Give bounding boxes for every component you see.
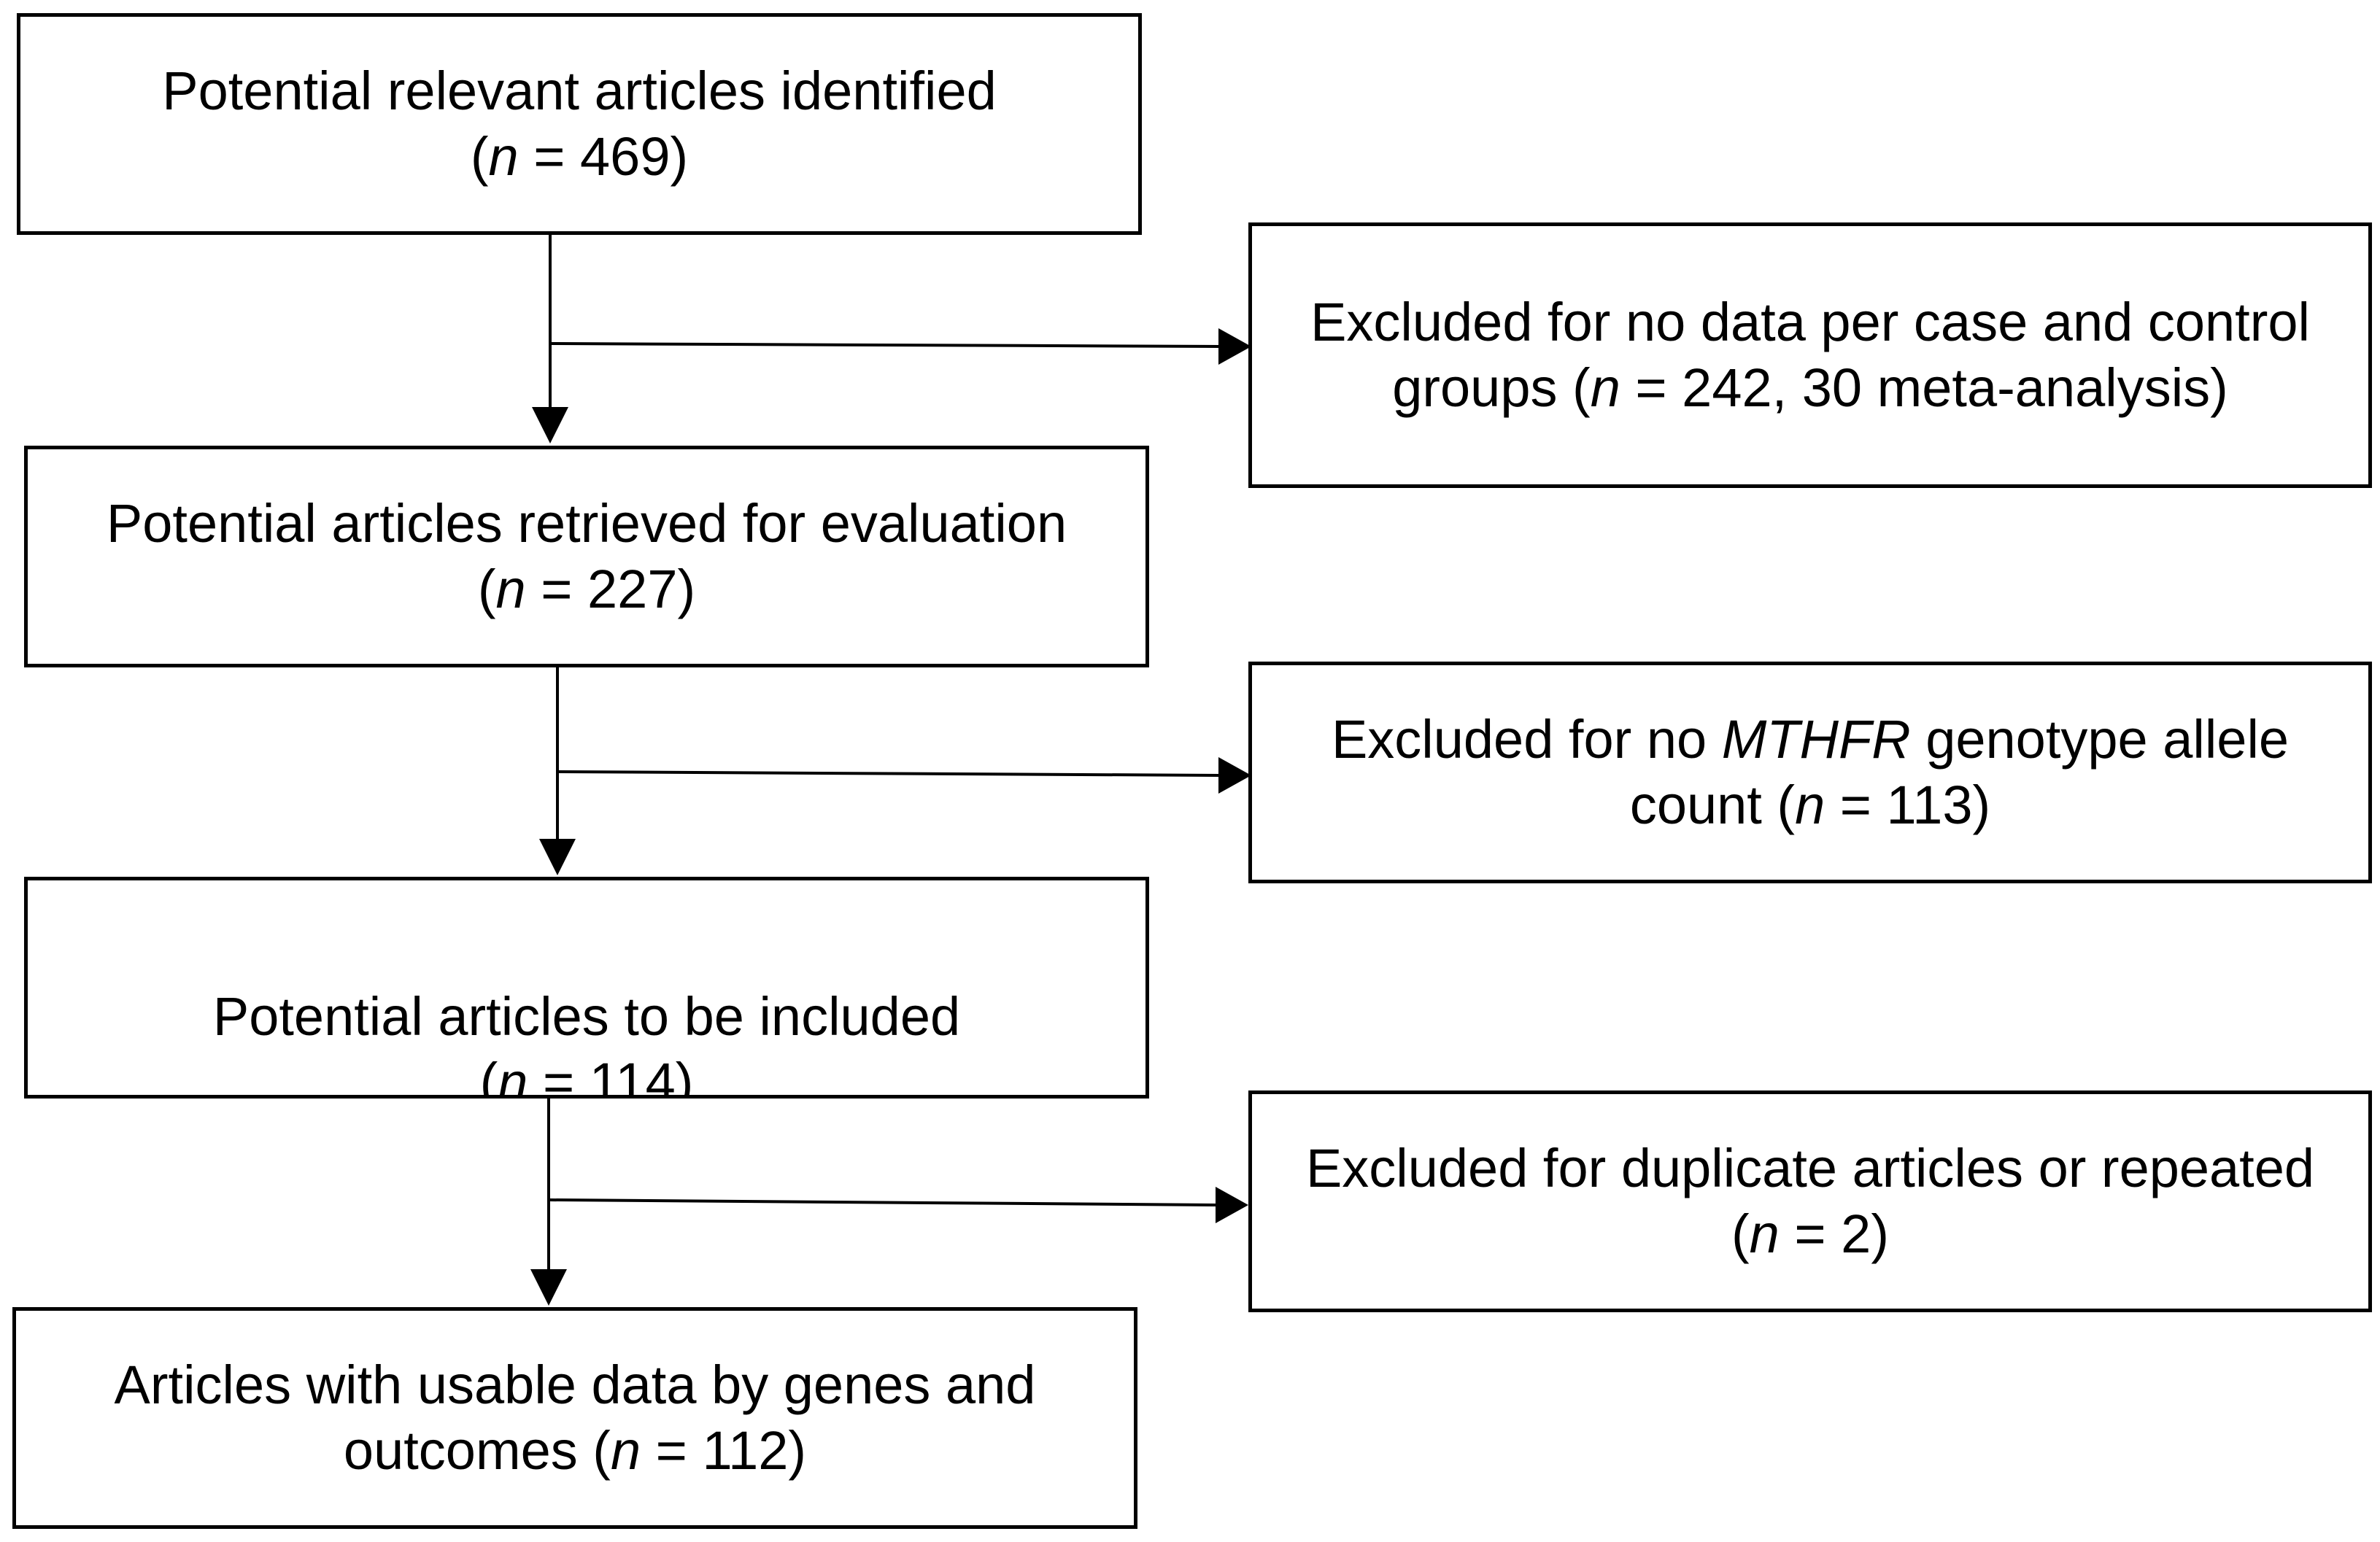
usable-articles-box: Articles with usable data by genes and o…	[12, 1307, 1137, 1529]
arrowhead-right-3	[1216, 1187, 1248, 1223]
excluded-no-genotype-count: count (n = 113)	[1629, 775, 1991, 835]
arrow-right-1	[551, 342, 1221, 348]
identified-articles-count: (n = 469)	[470, 126, 689, 187]
excluded-duplicate-box: Excluded for duplicate articles or repea…	[1248, 1090, 2372, 1312]
arrowhead-down-2	[539, 839, 576, 875]
arrow-right-2	[558, 770, 1221, 777]
usable-articles-count: outcomes (n = 112)	[343, 1420, 807, 1481]
excluded-no-genotype-box: Excluded for no MTHFR genotype allele co…	[1248, 662, 2372, 883]
excluded-no-data-box: Excluded for no data per case and contro…	[1248, 222, 2372, 488]
excluded-duplicate-count: (n = 2)	[1731, 1204, 1889, 1264]
retrieved-articles-label: Potential articles retrieved for evaluat…	[106, 493, 1067, 554]
arrowhead-down-3	[530, 1269, 567, 1306]
arrowhead-right-1	[1218, 328, 1251, 365]
excluded-no-data-label: Excluded for no data per case and contro…	[1310, 292, 2310, 352]
excluded-no-genotype-label: Excluded for no MTHFR genotype allele	[1331, 709, 2290, 770]
excluded-duplicate-label: Excluded for duplicate articles or repea…	[1305, 1138, 2315, 1198]
arrowhead-right-2	[1218, 757, 1251, 794]
included-articles-count: (n = 114)	[479, 1052, 694, 1095]
retrieved-articles-count: (n = 227)	[477, 559, 696, 619]
identified-articles-box: Potential relevant articles identified (…	[17, 13, 1142, 235]
included-articles-box: Potential articles to be included (n = 1…	[24, 877, 1149, 1099]
retrieved-articles-box: Potential articles retrieved for evaluat…	[24, 446, 1149, 667]
excluded-no-data-count: groups (n = 242, 30 meta-analysis)	[1392, 357, 2228, 418]
identified-articles-label: Potential relevant articles identified	[162, 61, 997, 121]
usable-articles-label: Articles with usable data by genes and	[114, 1355, 1036, 1415]
included-articles-label: Potential articles to be included	[212, 986, 961, 1047]
arrowhead-down-1	[532, 407, 568, 443]
arrow-right-3	[549, 1198, 1218, 1206]
